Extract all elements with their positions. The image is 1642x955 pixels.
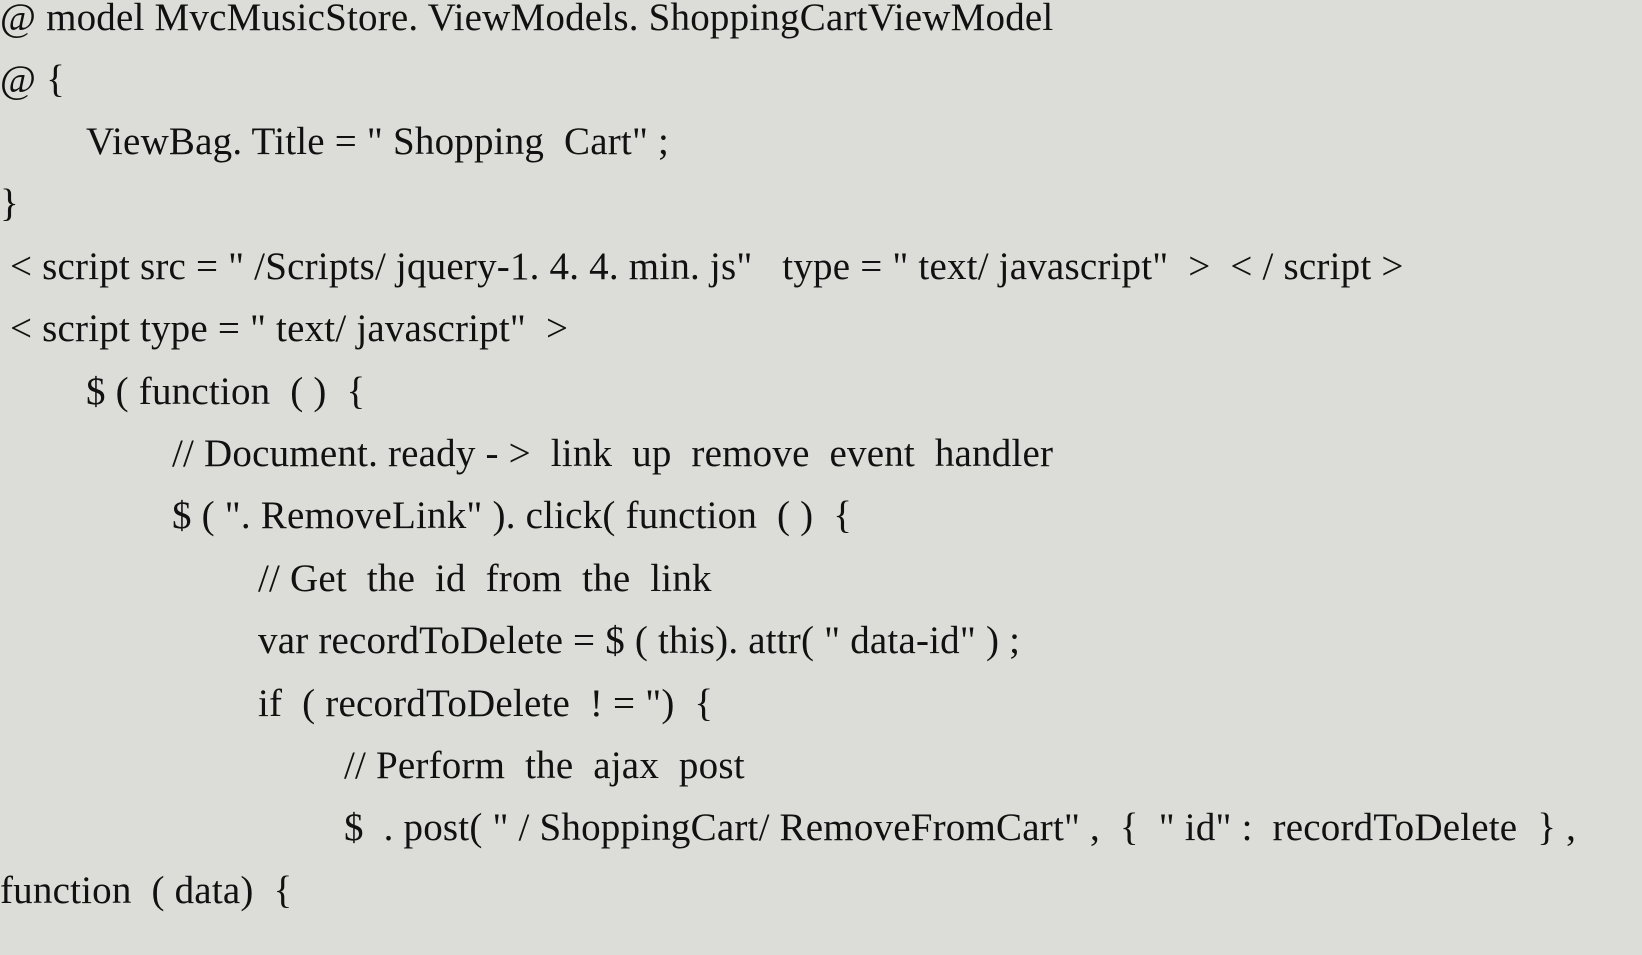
code-line-11: var recordToDelete = $ ( this). attr( " …	[258, 619, 1021, 662]
code-line-15: function ( data) {	[0, 869, 293, 912]
code-line-14: $ . post( " / ShoppingCart/ RemoveFromCa…	[344, 806, 1577, 849]
code-line-3: ViewBag. Title = " Shopping Cart" ;	[86, 120, 670, 163]
code-line-2: @ {	[0, 58, 65, 101]
code-line-10: // Get the id from the link	[258, 557, 712, 600]
code-line-5: < script src = " /Scripts/ jquery-1. 4. …	[10, 245, 1404, 288]
code-line-7: $ ( function ( ) {	[86, 370, 366, 413]
code-line-1: @ model MvcMusicStore. ViewModels. Shopp…	[0, 0, 1054, 39]
code-line-6: < script type = " text/ javascript" >	[10, 307, 569, 350]
code-line-9: $ ( ". RemoveLink" ). click( function ( …	[172, 494, 853, 537]
code-line-4: }	[0, 182, 19, 225]
code-line-12: if ( recordToDelete ! = ") {	[258, 682, 714, 725]
code-line-8: // Document. ready - > link up remove ev…	[172, 432, 1054, 475]
code-line-13: // Perform the ajax post	[344, 744, 745, 787]
